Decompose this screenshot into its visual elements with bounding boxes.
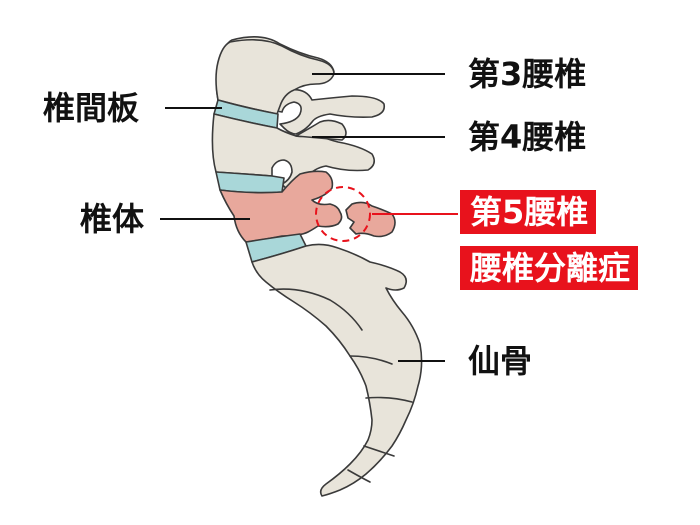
- disc-l4-l5: [215, 171, 285, 194]
- label-l3: 第3腰椎: [468, 55, 587, 93]
- sacrum-segment-line: [349, 355, 393, 365]
- sacrum-segment-line: [365, 396, 413, 403]
- label-sacrum: 仙骨: [468, 342, 533, 380]
- l4-process: [295, 119, 347, 141]
- coccyx-segment-line: [347, 469, 371, 483]
- defect-circle: [315, 186, 371, 242]
- coccyx-segment-line: [363, 445, 395, 457]
- label-l4: 第4腰椎: [468, 118, 587, 156]
- l5-posterior-arch: [345, 201, 396, 238]
- label-l5: 第5腰椎: [460, 190, 597, 234]
- label-body: 椎体: [80, 200, 145, 238]
- sacrum-segment-line: [269, 288, 363, 331]
- l3-body: [215, 38, 335, 115]
- label-disc: 椎間板: [43, 89, 140, 127]
- sacrum: [251, 243, 423, 497]
- label-spondylolysis: 腰椎分離症: [460, 246, 639, 290]
